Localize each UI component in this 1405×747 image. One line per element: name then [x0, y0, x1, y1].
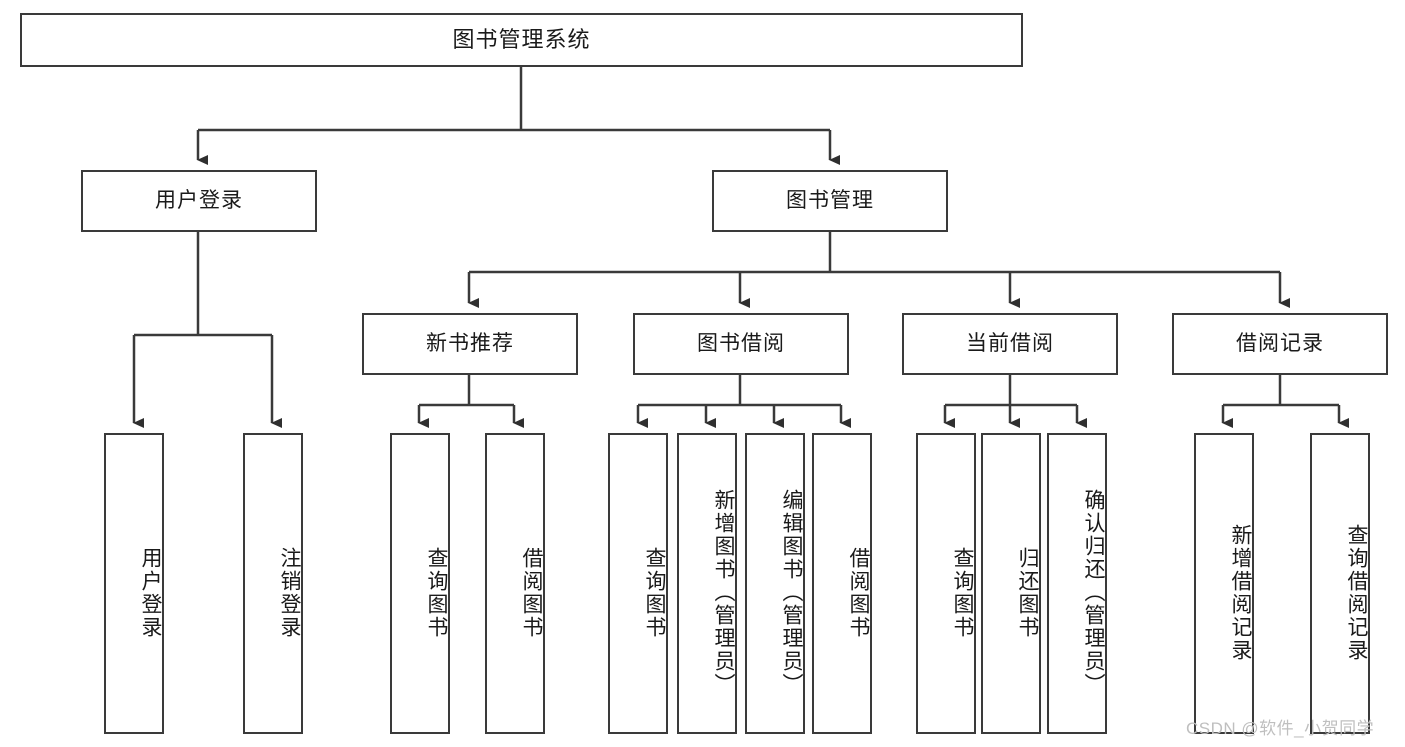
node-label: 当前借阅	[966, 332, 1054, 356]
node-borrow-records[interactable]: 借阅记录	[1172, 313, 1388, 375]
leaf-current-borrow-return-book[interactable]: 归还图书	[981, 433, 1041, 734]
node-label: 编辑图书（管理员）	[780, 489, 803, 696]
node-label: 用户登录	[139, 546, 162, 639]
node-label: 图书管理系统	[452, 26, 591, 52]
node-label: 查询图书	[425, 546, 448, 639]
node-label: 查询图书	[643, 546, 666, 639]
leaf-new-book-borrow-book[interactable]: 借阅图书	[485, 433, 545, 734]
leaf-book-borrow-query-book[interactable]: 查询图书	[608, 433, 668, 734]
node-label: 借阅图书	[520, 546, 543, 639]
node-label: 查询借阅记录	[1345, 523, 1368, 662]
leaf-book-borrow-borrow-book[interactable]: 借阅图书	[812, 433, 872, 734]
leaf-book-borrow-edit-book-admin[interactable]: 编辑图书（管理员）	[745, 433, 805, 734]
node-label: 借阅图书	[847, 546, 870, 639]
node-label: 新增借阅记录	[1229, 523, 1252, 662]
node-label: 新增图书（管理员）	[712, 489, 735, 696]
watermark-text: CSDN @软件_小贺同学	[1186, 719, 1375, 738]
leaf-current-borrow-query-book[interactable]: 查询图书	[916, 433, 976, 734]
node-new-book-recommend[interactable]: 新书推荐	[362, 313, 578, 375]
node-label: 用户登录	[155, 189, 243, 213]
leaf-book-borrow-add-book-admin[interactable]: 新增图书（管理员）	[677, 433, 737, 734]
node-label: 图书管理	[786, 189, 874, 213]
node-label: 图书借阅	[697, 332, 785, 356]
node-label: 归还图书	[1016, 546, 1039, 639]
node-book-management[interactable]: 图书管理	[712, 170, 948, 232]
node-root-book-management-system[interactable]: 图书管理系统	[20, 13, 1023, 67]
node-label: 查询图书	[951, 546, 974, 639]
node-current-borrow[interactable]: 当前借阅	[902, 313, 1118, 375]
leaf-current-borrow-confirm-return-admin[interactable]: 确认归还（管理员）	[1047, 433, 1107, 734]
node-label: 借阅记录	[1236, 332, 1324, 356]
node-user-login[interactable]: 用户登录	[81, 170, 317, 232]
leaf-borrow-records-add-record[interactable]: 新增借阅记录	[1194, 433, 1254, 734]
node-label: 注销登录	[278, 546, 301, 639]
leaf-user-login-signout[interactable]: 注销登录	[243, 433, 303, 734]
leaf-new-book-query-book[interactable]: 查询图书	[390, 433, 450, 734]
leaf-user-login-signin[interactable]: 用户登录	[104, 433, 164, 734]
node-book-borrow[interactable]: 图书借阅	[633, 313, 849, 375]
node-label: 确认归还（管理员）	[1082, 489, 1105, 696]
node-label: 新书推荐	[426, 332, 514, 356]
leaf-borrow-records-query-record[interactable]: 查询借阅记录	[1310, 433, 1370, 734]
